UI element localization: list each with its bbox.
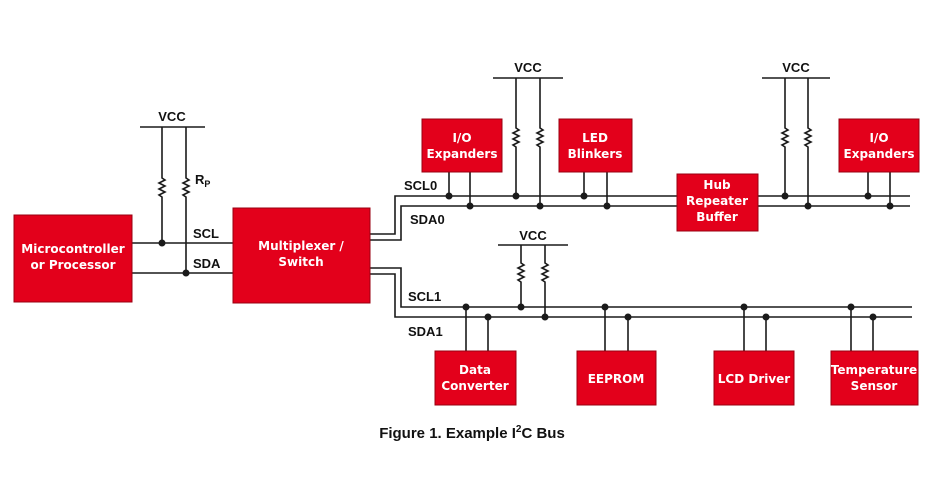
svg-text:Multiplexer /Switch: Multiplexer /Switch: [258, 239, 344, 269]
sda0-line: [370, 205, 910, 241]
svg-text:LCD Driver: LCD Driver: [718, 372, 791, 386]
junction-dot: [886, 202, 894, 210]
pullup-resistor-scl0: [511, 78, 521, 196]
junction-dot: [466, 202, 474, 210]
scl0-line: [370, 195, 910, 235]
scl1-label: SCL1: [408, 289, 441, 304]
junction-dot: [601, 303, 609, 311]
pullup-resistor-scl-right: [780, 78, 790, 196]
pullup-resistor-scl: [157, 127, 167, 243]
multiplexer-switch-block: Multiplexer /Switch: [232, 207, 371, 304]
junction-dot: [517, 303, 525, 311]
junctions: [158, 192, 894, 321]
junction-dot: [484, 313, 492, 321]
pullup-resistor-sda-right: [803, 78, 813, 206]
eeprom-block: EEPROM: [576, 350, 657, 406]
sda0-label: SDA0: [410, 212, 445, 227]
vcc-mid-label: VCC: [519, 228, 547, 243]
rp-label: RP: [195, 172, 210, 189]
junction-dot: [847, 303, 855, 311]
sda1-label: SDA1: [408, 324, 443, 339]
vcc-top1-label: VCC: [514, 60, 542, 75]
junction-dot: [445, 192, 453, 200]
junction-dot: [781, 192, 789, 200]
wires: [132, 77, 912, 351]
junction-dot: [740, 303, 748, 311]
labels: VCC VCC VCC VCC RP SCL SDA SCL0 SDA0 SCL…: [158, 60, 810, 339]
pullup-resistor-scl1: [516, 245, 526, 307]
pullup-resistor-sda0: [535, 78, 545, 206]
junction-dot: [512, 192, 520, 200]
junction-dot: [536, 202, 544, 210]
scl0-label: SCL0: [404, 178, 437, 193]
junction-dot: [182, 269, 190, 277]
vcc-top2-label: VCC: [782, 60, 810, 75]
sda-label: SDA: [193, 256, 221, 271]
junction-dot: [804, 202, 812, 210]
svg-text:EEPROM: EEPROM: [588, 372, 645, 386]
junction-dot: [864, 192, 872, 200]
junction-dot: [603, 202, 611, 210]
vcc-main-label: VCC: [158, 109, 186, 124]
junction-dot: [580, 192, 588, 200]
junction-dot: [158, 239, 166, 247]
junction-dot: [869, 313, 877, 321]
pullup-resistor-sda1: [540, 245, 550, 317]
scl1-line: [370, 267, 912, 308]
pullup-resistor-sda: [181, 127, 191, 273]
lcd-driver-block: LCD Driver: [713, 350, 795, 406]
figure-caption: Figure 1. Example I2C Bus: [379, 424, 565, 442]
scl-label: SCL: [193, 226, 219, 241]
junction-dot: [462, 303, 470, 311]
junction-dot: [541, 313, 549, 321]
junction-dot: [624, 313, 632, 321]
junction-dot: [762, 313, 770, 321]
sda1-line: [370, 273, 912, 318]
